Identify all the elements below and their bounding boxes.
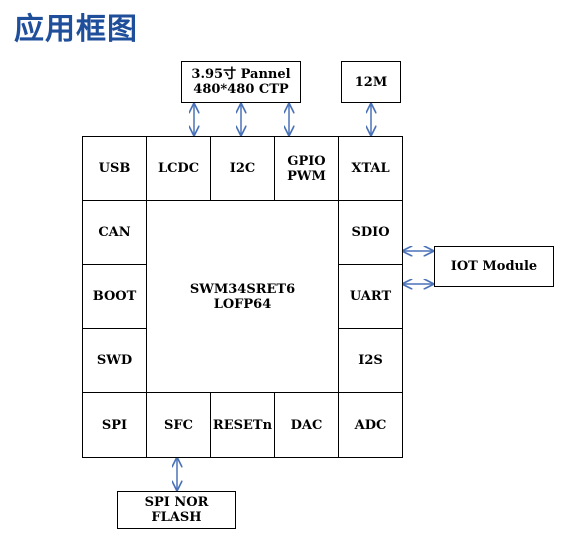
pin-i2c: I2C [210,136,275,201]
pin-boot: BOOT [82,264,147,329]
pin-usb: USB [82,136,147,201]
pin-uart: UART [338,264,403,329]
crystal-12m-box: 12M [341,61,401,103]
pin-sdio: SDIO [338,200,403,265]
pin-swd: SWD [82,328,147,393]
pin-can: CAN [82,200,147,265]
pin-adc: ADC [338,392,403,458]
pin-lcdc: LCDC [146,136,211,201]
pin-xtal: XTAL [338,136,403,201]
chip-core: SWM34SRET6 LOFP64 [146,200,339,393]
pin-dac: DAC [274,392,339,458]
display-panel-box: 3.95寸 Pannel 480*480 CTP [181,61,301,103]
pin-resetn: RESETn [210,392,275,458]
page-title: 应用框图 [14,12,138,47]
pin-sfc: SFC [146,392,211,458]
pin-gpio-pwm: GPIO PWM [274,136,339,201]
pin-i2s: I2S [338,328,403,393]
spi-nor-flash-box: SPI NOR FLASH [117,491,236,529]
pin-spi: SPI [82,392,147,458]
iot-module-box: IOT Module [434,246,554,287]
